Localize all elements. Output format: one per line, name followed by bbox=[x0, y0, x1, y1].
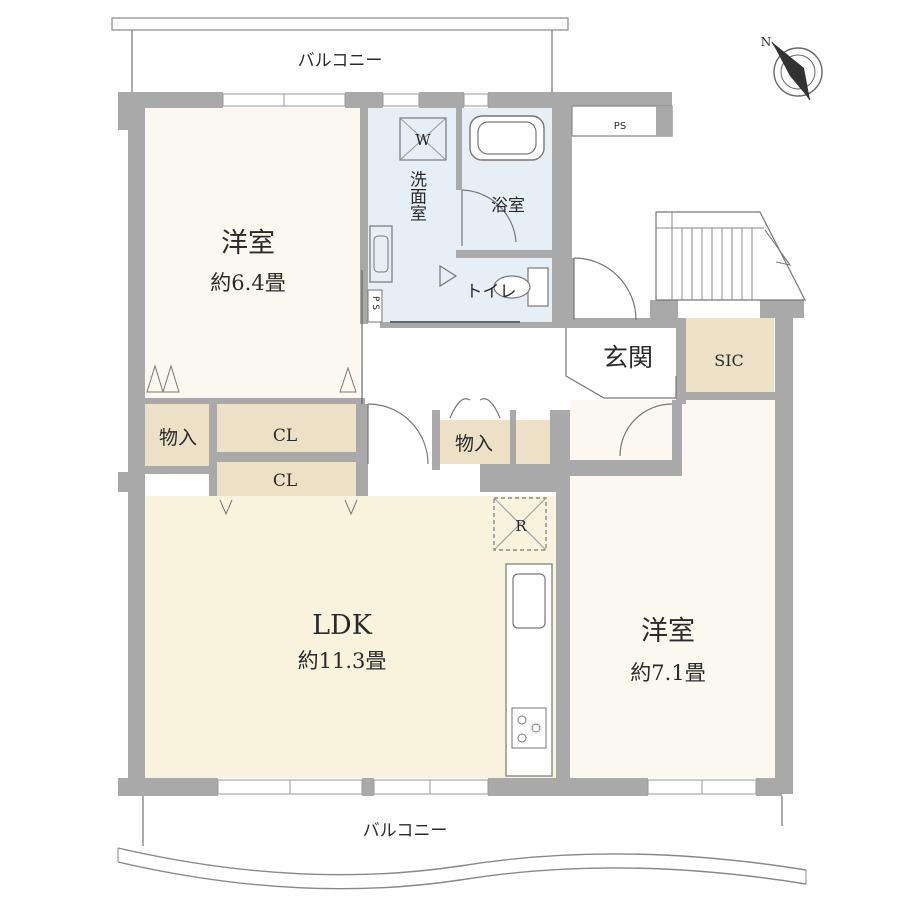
storage-center-small-floor bbox=[514, 420, 550, 464]
ldk-floor bbox=[145, 496, 557, 778]
bedroom1-name: 洋室 bbox=[221, 228, 275, 259]
stairs bbox=[655, 211, 806, 301]
closet-upper-label: CL bbox=[273, 426, 297, 446]
toilet-label: トイレ bbox=[466, 282, 517, 302]
bedroom2-name: 洋室 bbox=[641, 616, 695, 647]
windows bbox=[217, 93, 757, 795]
closet-lower-label: CL bbox=[273, 471, 297, 491]
washer-label: W bbox=[415, 131, 431, 149]
compass-letter: N bbox=[761, 35, 772, 49]
entrance-label: 玄関 bbox=[603, 343, 653, 372]
walls bbox=[118, 92, 804, 796]
entrance-step bbox=[565, 328, 677, 399]
bedroom1-floor bbox=[145, 108, 360, 400]
top-balcony bbox=[111, 17, 569, 92]
storage-left-floor bbox=[145, 404, 209, 466]
wash-room-label: 洗面室 bbox=[406, 170, 427, 221]
sic-label: SIC bbox=[714, 351, 744, 370]
sic-floor bbox=[684, 318, 774, 392]
storage-center-floor bbox=[440, 420, 510, 464]
ldk-size: 約11.3畳 bbox=[298, 649, 387, 673]
doors bbox=[361, 189, 673, 465]
compass-icon bbox=[771, 41, 823, 101]
refrigerator-label: R bbox=[515, 517, 527, 535]
closet-upper-floor bbox=[217, 404, 360, 452]
balcony-top-label: バルコニー bbox=[298, 51, 383, 71]
bedroom1-size: 約6.4畳 bbox=[210, 271, 285, 295]
ps-small-label: P S bbox=[370, 296, 380, 310]
ps-box bbox=[571, 105, 673, 137]
bedroom2-size: 約7.1畳 bbox=[630, 661, 705, 685]
bottom-balcony bbox=[117, 796, 807, 890]
storage-left-label: 物入 bbox=[159, 427, 197, 449]
closet-lower-floor bbox=[217, 462, 360, 496]
bath-label: 浴室 bbox=[491, 196, 525, 216]
fixtures bbox=[146, 115, 553, 777]
ps-top-label: PS bbox=[614, 121, 626, 132]
storage-center-label: 物入 bbox=[455, 433, 493, 455]
ldk-name: LDK bbox=[312, 610, 373, 641]
balcony-bottom-label: バルコニー bbox=[363, 821, 448, 841]
